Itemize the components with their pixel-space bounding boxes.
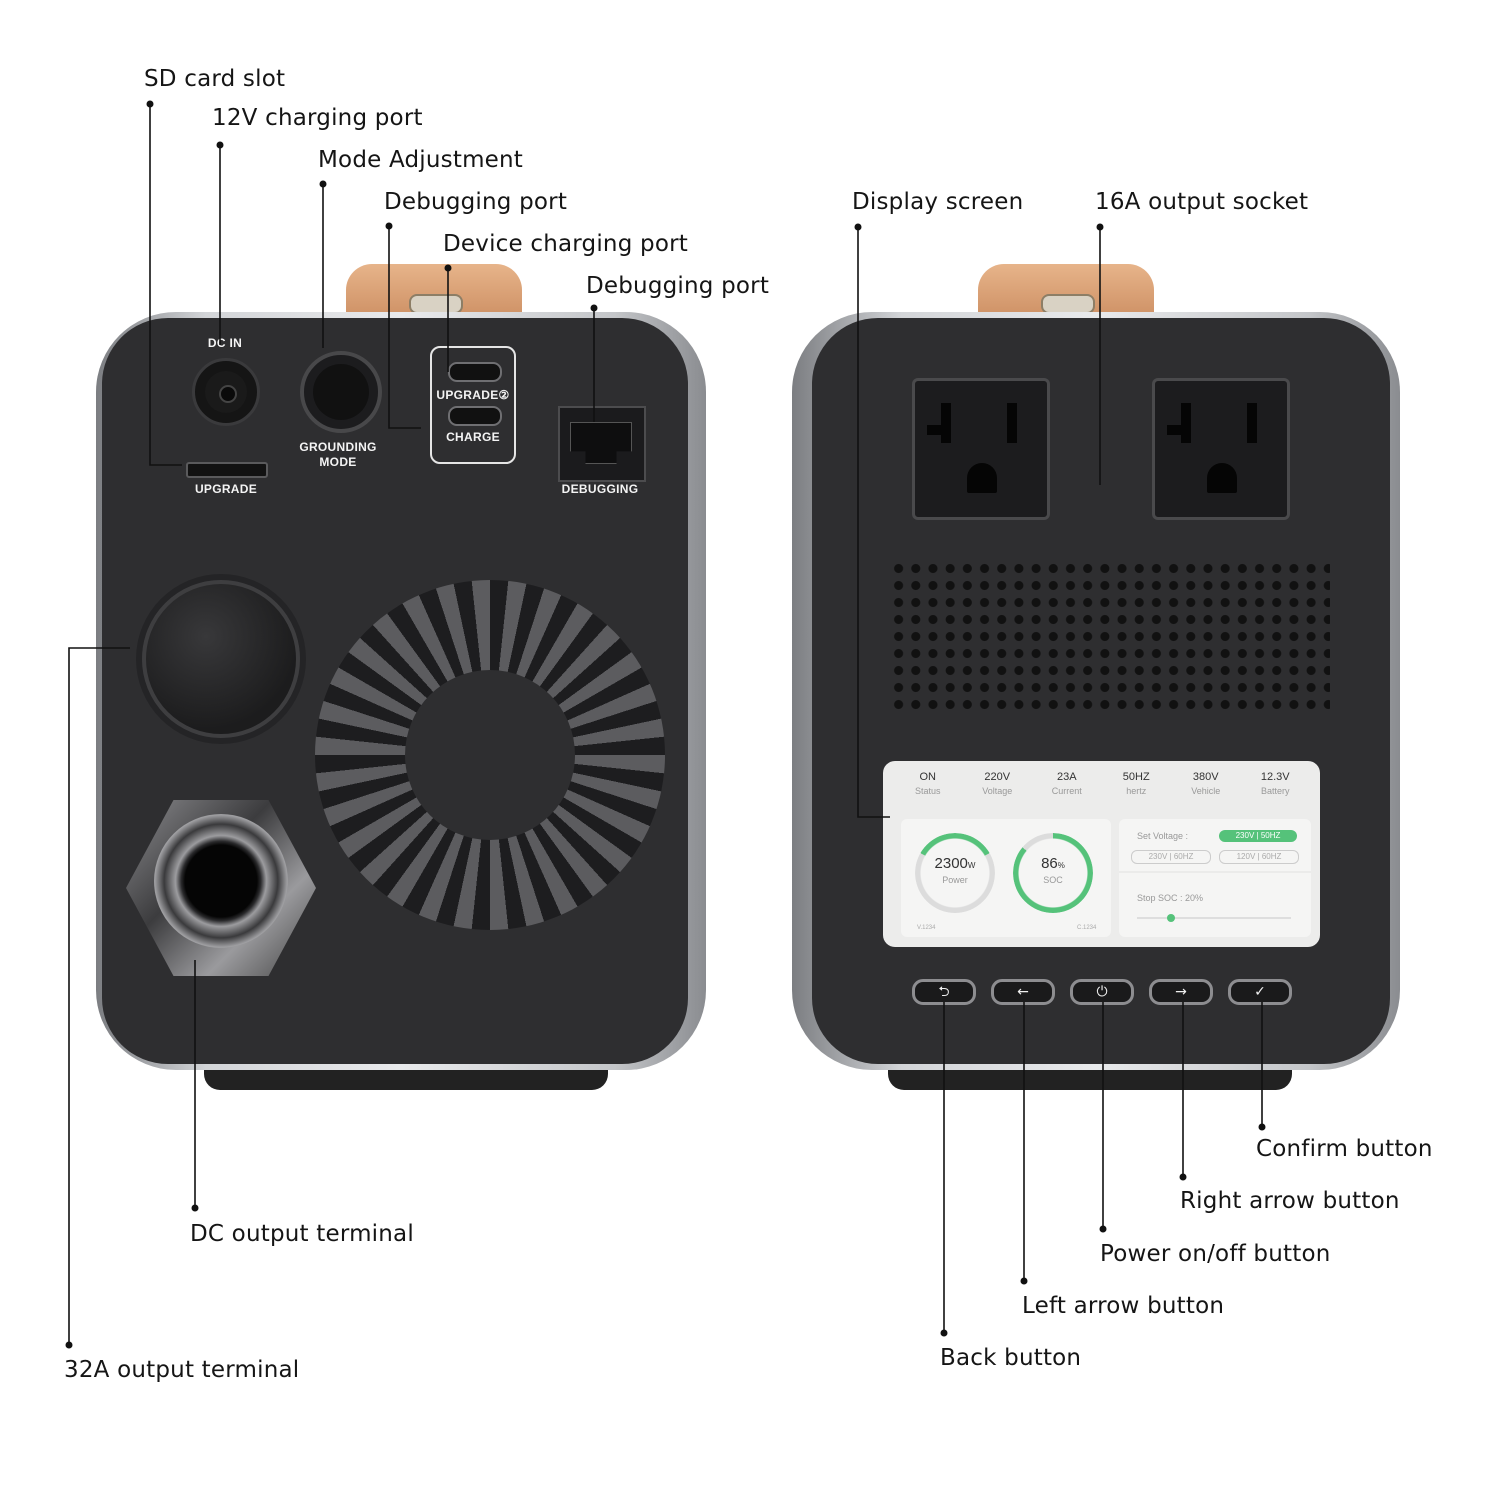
grounding-mode-switch[interactable] [300,351,382,433]
callout-right-arrow-button: Right arrow button [1180,1188,1400,1214]
soc-value: 86% [1041,855,1065,872]
label-debugging: DEBUGGING [561,482,639,496]
voltage-option[interactable]: 120V | 60HZ [1219,850,1299,864]
callout-sd-card-slot: SD card slot [144,66,286,92]
callout-device-charging-port: Device charging port [443,231,688,257]
stop-soc-slider-track[interactable] [1137,914,1291,922]
left-rear-panel: DC IN GROUNDING MODE UPGRADE② CHARGE UPG… [102,318,688,1064]
right-arrow-button[interactable]: → [1149,979,1213,1005]
usb-c-charge-port[interactable] [448,406,502,426]
label-upgrade: UPGRADE [194,482,258,496]
soc-gauge [1013,833,1093,913]
callout-left-arrow-button: Left arrow button [1022,1293,1225,1319]
voltage-option[interactable]: 230V | 60HZ [1131,850,1211,864]
debugging-ethernet-port[interactable] [558,406,646,482]
power-label: Power [942,875,968,885]
cooling-fan-vent [315,580,665,930]
callout-debugging-port-1: Debugging port [384,189,568,215]
version-right: C.1234 [1077,925,1097,931]
callout-power-button: Power on/off button [1100,1241,1331,1267]
stop-soc-slider-knob[interactable] [1167,914,1175,922]
callout-mode-adjustment: Mode Adjustment [318,147,524,173]
version-left: V.1234 [917,925,936,931]
callout-display-screen: Display screen [852,189,1024,215]
soc-gauge-text: 86% SOC [1013,833,1093,913]
dc-in-port[interactable] [192,358,260,426]
32a-output-terminal-cap[interactable] [142,580,300,738]
label-upgrade2: UPGRADE② [436,388,510,402]
settings-panel: Set Voltage : 230V | 50HZ 230V | 60HZ 12… [1119,819,1311,937]
label-charge: CHARGE [446,430,500,444]
dc-output-terminal[interactable] [154,814,288,948]
stop-soc-label: Stop SOC : 20% [1137,893,1204,903]
power-value: 2300W [934,855,976,872]
callout-12v-charging-port: 12V charging port [212,105,423,131]
callout-32a-output-terminal: 32A output terminal [64,1357,300,1383]
power-gauge [915,833,995,913]
16a-output-socket-left[interactable] [912,378,1050,520]
callout-back-button: Back button [940,1345,1082,1371]
usb-c-port-group: UPGRADE② CHARGE [430,346,516,464]
voltage-option-selected[interactable]: 230V | 50HZ [1219,830,1297,842]
left-arrow-button[interactable]: ← [991,979,1055,1005]
gauge-panel: V.1234 C.1234 2300W Power 86% SOC [901,819,1111,937]
16a-output-socket-right[interactable] [1152,378,1290,520]
label-dc-in: DC IN [207,336,243,350]
back-button[interactable]: ⮌ [912,979,976,1005]
callout-dc-output-terminal: DC output terminal [190,1221,414,1247]
power-gauge-text: 2300W Power [915,833,995,913]
label-grounding-mode: GROUNDING MODE [299,440,377,469]
speaker-vent-grille [890,560,1330,710]
callout-confirm-button: Confirm button [1256,1136,1433,1162]
left-device: DC IN GROUNDING MODE UPGRADE② CHARGE UPG… [96,260,706,1100]
soc-label: SOC [1043,875,1063,885]
sd-card-slot[interactable] [186,462,268,478]
usb-c-upgrade-port[interactable] [448,362,502,382]
set-voltage-label: Set Voltage : [1137,831,1189,841]
callout-debugging-port-2: Debugging port [586,273,770,299]
power-button[interactable]: ⏻ [1070,979,1134,1005]
callout-16a-output-socket: 16A output socket [1095,189,1309,215]
confirm-button[interactable]: ✓ [1228,979,1292,1005]
